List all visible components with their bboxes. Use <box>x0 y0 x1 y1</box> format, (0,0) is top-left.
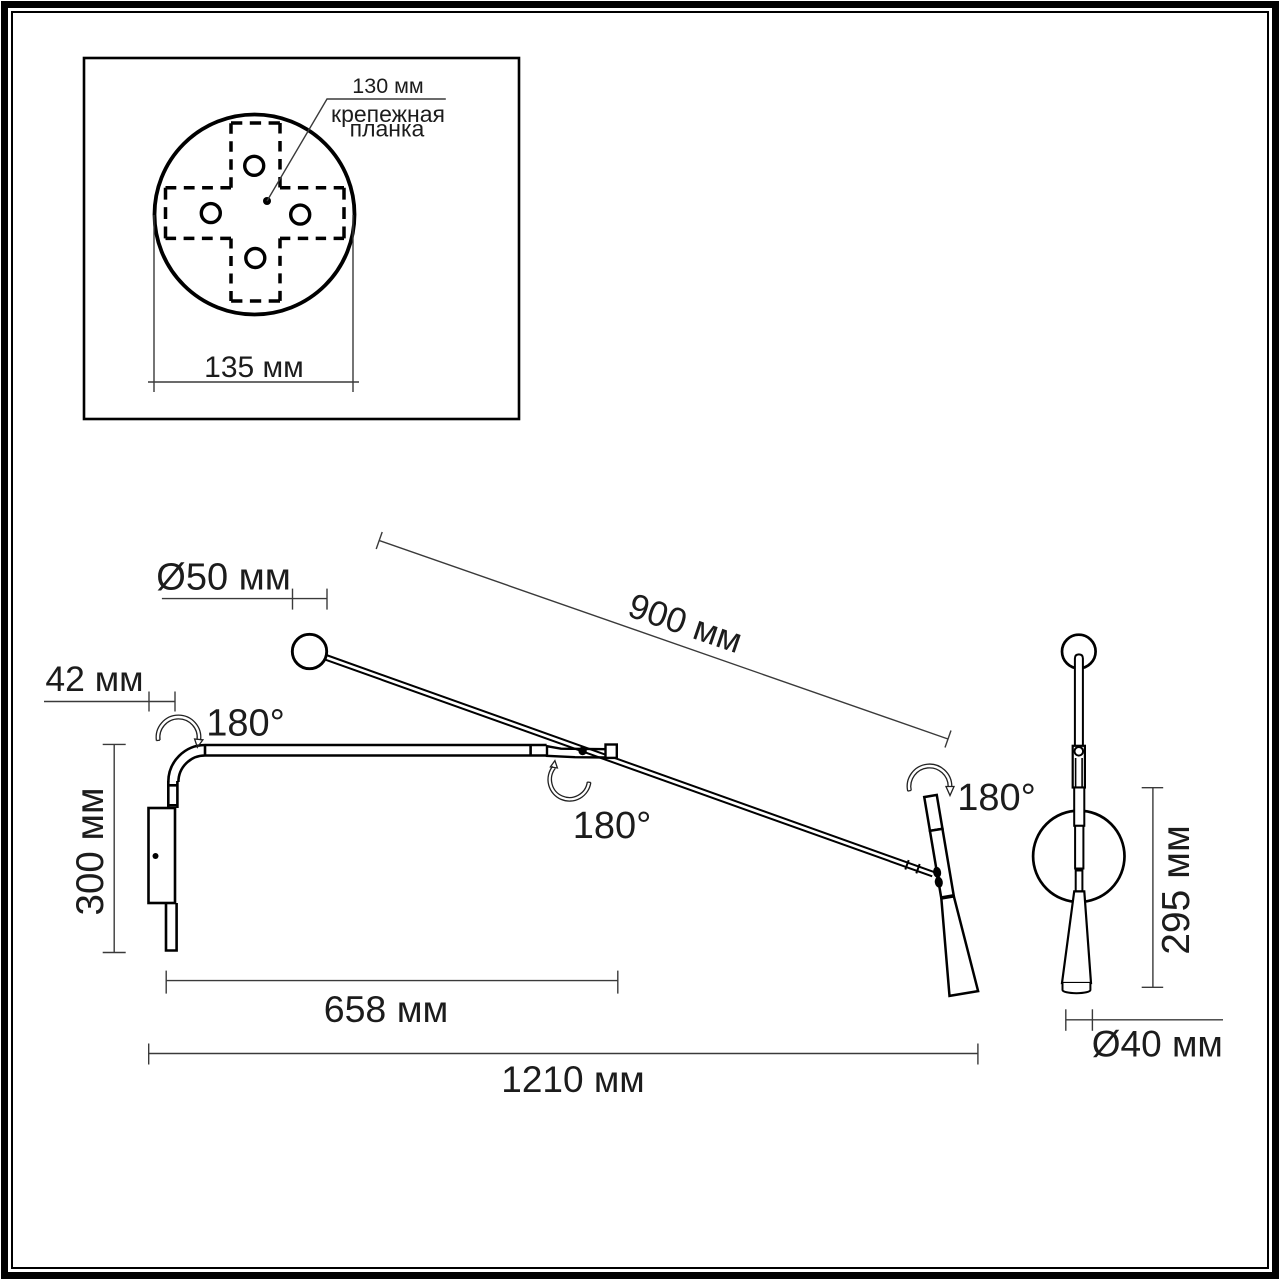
svg-text:180°: 180° <box>206 703 285 745</box>
svg-text:135 мм: 135 мм <box>204 351 304 384</box>
svg-text:крепежная: крепежная <box>331 101 445 127</box>
svg-text:180°: 180° <box>573 805 652 847</box>
svg-text:180°: 180° <box>957 777 1036 819</box>
svg-text:планка: планка <box>350 116 425 142</box>
svg-text:130 мм: 130 мм <box>352 74 423 98</box>
svg-text:Ø40 мм: Ø40 мм <box>1092 1024 1223 1065</box>
svg-text:42 мм: 42 мм <box>45 659 143 699</box>
svg-text:300 мм: 300 мм <box>69 788 112 916</box>
svg-text:Ø50 мм: Ø50 мм <box>156 557 291 599</box>
svg-text:295 мм: 295 мм <box>1155 825 1198 955</box>
svg-text:1210 мм: 1210 мм <box>501 1059 644 1100</box>
svg-text:658 мм: 658 мм <box>324 988 449 1030</box>
